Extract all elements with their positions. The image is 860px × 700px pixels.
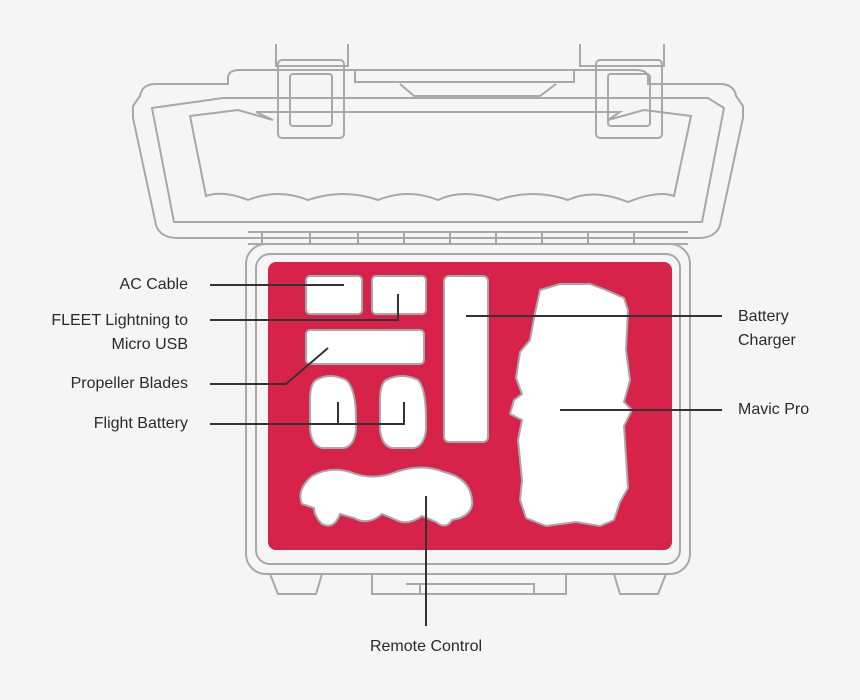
label-mavic-pro: Mavic Pro [738, 398, 809, 422]
lid-rim [150, 97, 726, 223]
label-fleet-lightning-line-2: Micro USB [111, 336, 188, 353]
right-latch [595, 59, 663, 139]
label-battery-charger-line-2: Charger [738, 332, 796, 349]
lid-outer-shell [132, 69, 744, 239]
case-base [245, 243, 691, 595]
leader-lines [210, 284, 722, 626]
leader-propeller-blades [210, 347, 329, 385]
label-ac-cable: AC Cable [120, 273, 188, 297]
label-flight-battery: Flight Battery [94, 412, 188, 436]
label-battery-charger-line-1: Battery [738, 308, 789, 325]
label-remote-control-text: Remote Control [369, 638, 483, 655]
foam-cutouts [299, 275, 634, 528]
label-mavic-pro-text: Mavic Pro [738, 401, 810, 418]
cutout-propeller-blades [305, 329, 425, 365]
base-foot-center [371, 574, 567, 595]
hinge [261, 232, 635, 244]
label-remote-control: Remote Control [326, 635, 526, 659]
cutout-remote-control [299, 466, 474, 527]
cutout-battery-charger [443, 275, 489, 443]
base-foot-left [269, 573, 323, 595]
case-lid [132, 44, 744, 245]
left-latch [277, 59, 345, 139]
cutout-flight-battery-left [309, 375, 357, 449]
label-ac-cable-text: AC Cable [119, 276, 188, 293]
leader-fleet-lightning [210, 294, 399, 321]
leader-flight-battery [210, 402, 405, 425]
lid-handle [275, 44, 349, 67]
label-fleet-lightning: FLEET Lightning to Micro USB [51, 309, 188, 357]
base-foot-right [613, 573, 667, 595]
label-fleet-lightning-line-1: FLEET Lightning to [51, 312, 188, 329]
label-flight-battery-text: Flight Battery [93, 415, 188, 432]
lid-wave-seal [188, 108, 693, 204]
cutout-mavic-pro [508, 283, 634, 528]
cutout-ac-cable [305, 275, 363, 315]
label-battery-charger: Battery Charger [738, 305, 796, 353]
label-propeller-blades: Propeller Blades [71, 372, 188, 396]
label-propeller-blades-text: Propeller Blades [70, 375, 188, 392]
